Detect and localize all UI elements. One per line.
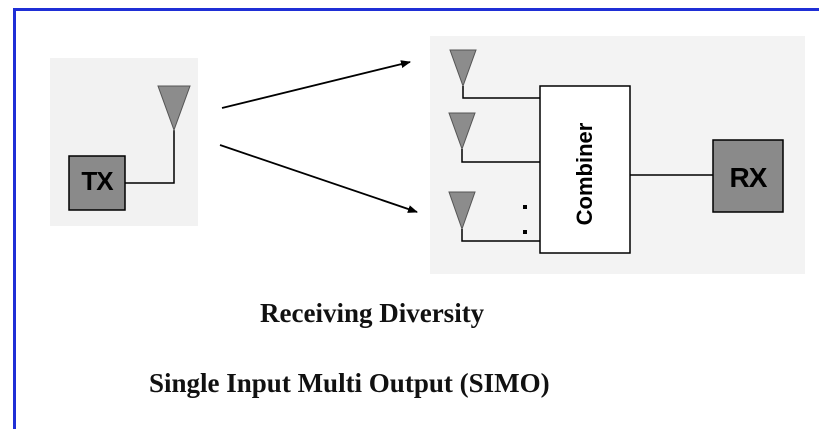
diagram-subtitle: Single Input Multi Output (SIMO) — [149, 368, 550, 398]
tx-antenna-icon — [157, 85, 191, 132]
frame-border-left — [13, 8, 16, 429]
tx-label: TX — [81, 166, 113, 196]
rx-antenna-2-icon — [448, 112, 476, 151]
rx-box — [712, 139, 784, 213]
rx-antenna-1-wire — [462, 86, 540, 99]
ellipsis-dot-2 — [523, 230, 527, 234]
rx-antenna-2-wire — [461, 149, 540, 163]
rx-antenna-3-wire — [461, 229, 540, 242]
rx-antenna-3-icon — [448, 191, 476, 231]
ellipsis-dot-1 — [523, 205, 527, 209]
rx-antenna-1-icon — [449, 49, 477, 88]
tx-feed-line — [125, 130, 175, 184]
signal-arrow-lower — [219, 144, 418, 213]
signal-arrow-upper — [221, 60, 411, 109]
rx-label: RX — [729, 162, 768, 193]
frame-border-top — [13, 8, 819, 11]
diagram-title: Receiving Diversity — [260, 298, 485, 328]
combiner-box — [539, 85, 631, 254]
combiner-label: Combiner — [572, 122, 597, 226]
